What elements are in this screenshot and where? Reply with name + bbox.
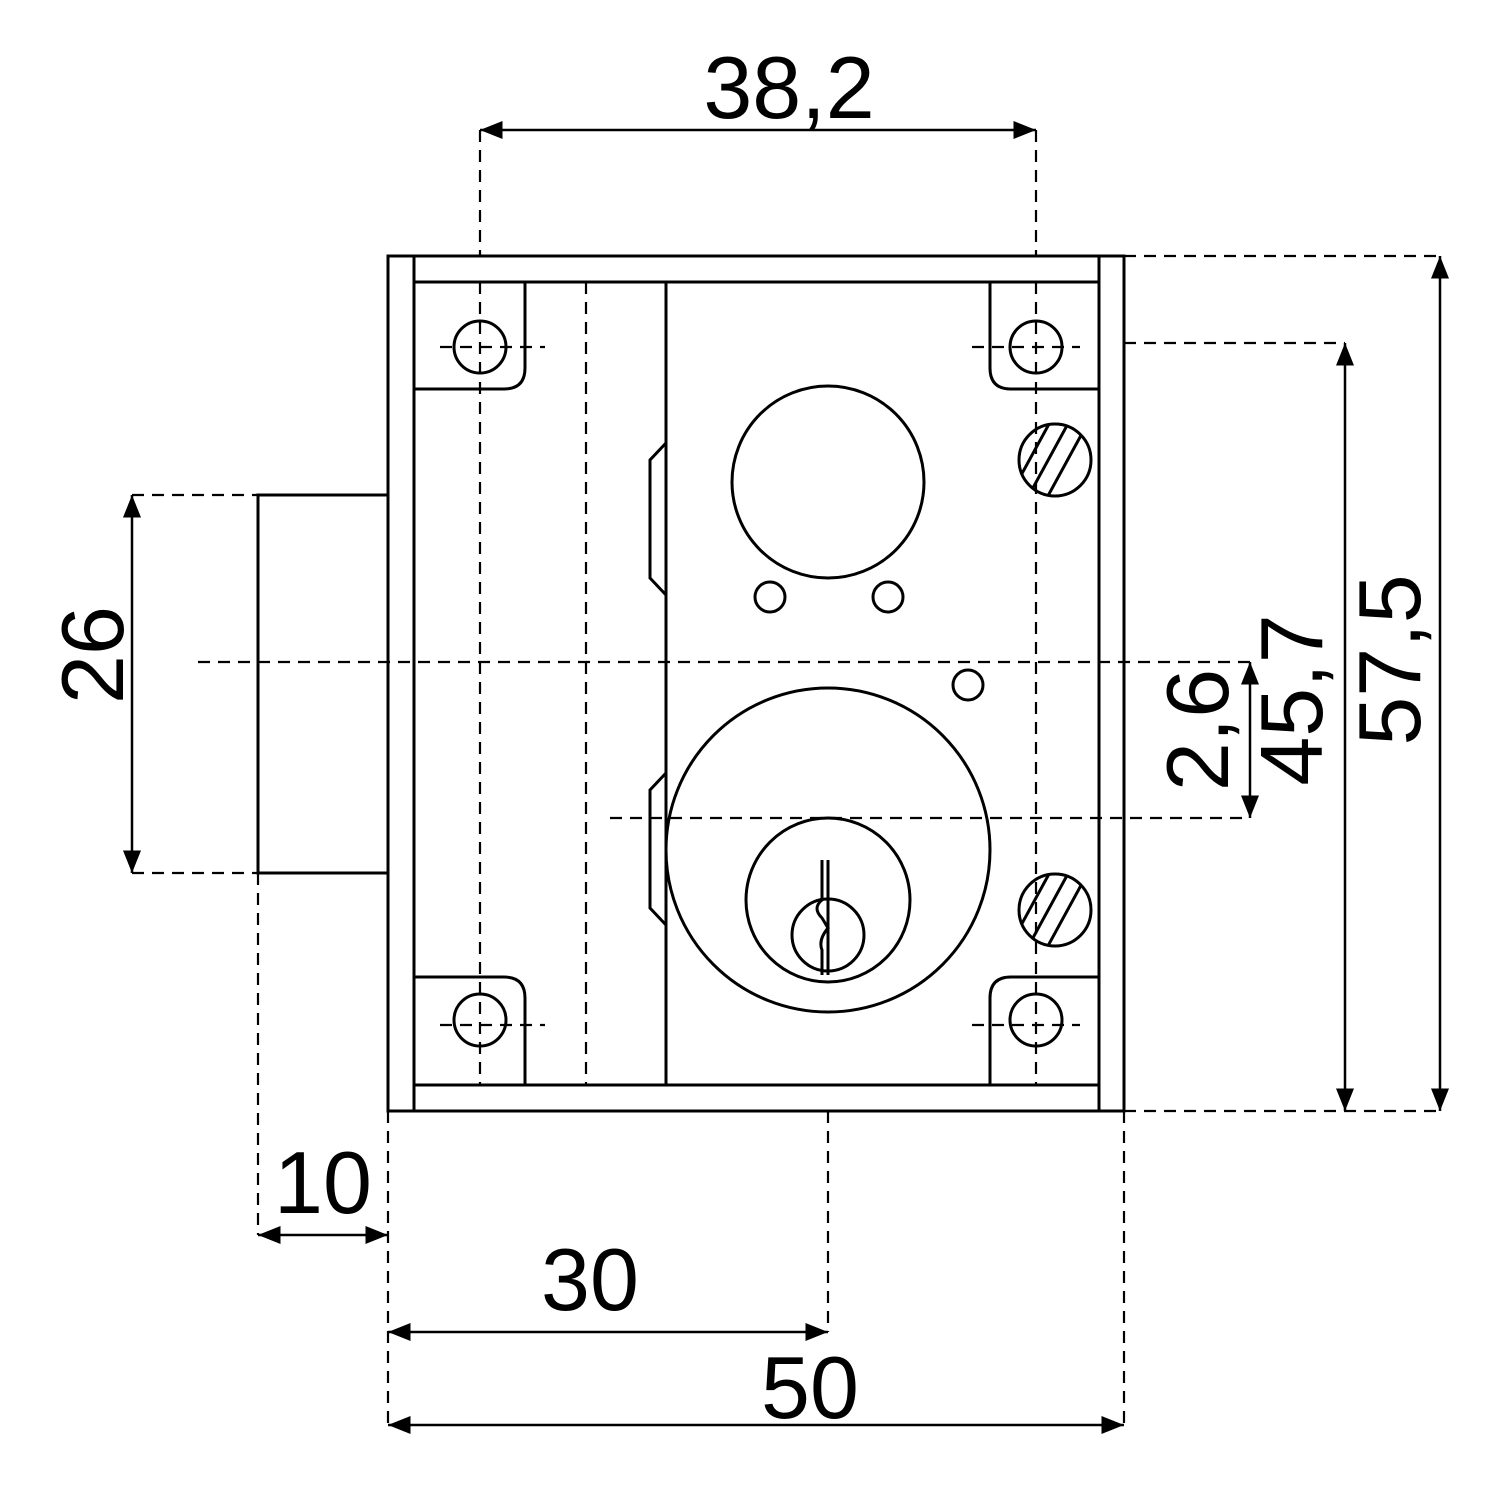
dimension-50: 50: [388, 1111, 1126, 1437]
dimension-57-5: 57,5: [1124, 254, 1449, 1113]
dimension-label-10: 10: [274, 1133, 372, 1232]
upper-cylinder-opening: [730, 384, 926, 614]
dimension-10: 10: [256, 873, 390, 1425]
mount-hole-top-left: [414, 280, 545, 391]
dimension-label-38-2: 38,2: [703, 38, 874, 137]
dimension-label-45-7: 45,7: [1242, 614, 1341, 785]
screw-upper: [1017, 422, 1093, 498]
dimension-30: 30: [388, 1111, 830, 1341]
dimension-label-57-5: 57,5: [1340, 574, 1439, 745]
bolt: [256, 493, 390, 875]
mount-hole-bottom-left: [414, 975, 545, 1087]
lock-case: [386, 254, 1126, 1113]
dimension-label-50: 50: [761, 1338, 859, 1437]
mount-hole-bottom-right: [972, 975, 1099, 1087]
dimension-label-30: 30: [541, 1230, 639, 1329]
small-pin: [951, 668, 985, 702]
dimension-label-2-6: 2,6: [1148, 669, 1247, 791]
dimension-26: 26: [43, 493, 258, 875]
key-cylinder: [664, 686, 992, 1014]
screw-lower: [1017, 872, 1093, 948]
latch-notch-upper: [648, 441, 668, 597]
dimension-2-6: 2,6: [1148, 662, 1259, 818]
dimension-38-2: 38,2: [478, 38, 1038, 256]
mount-hole-top-right: [972, 280, 1099, 391]
latch-notch-lower: [648, 771, 668, 927]
dimension-label-26: 26: [43, 606, 142, 704]
